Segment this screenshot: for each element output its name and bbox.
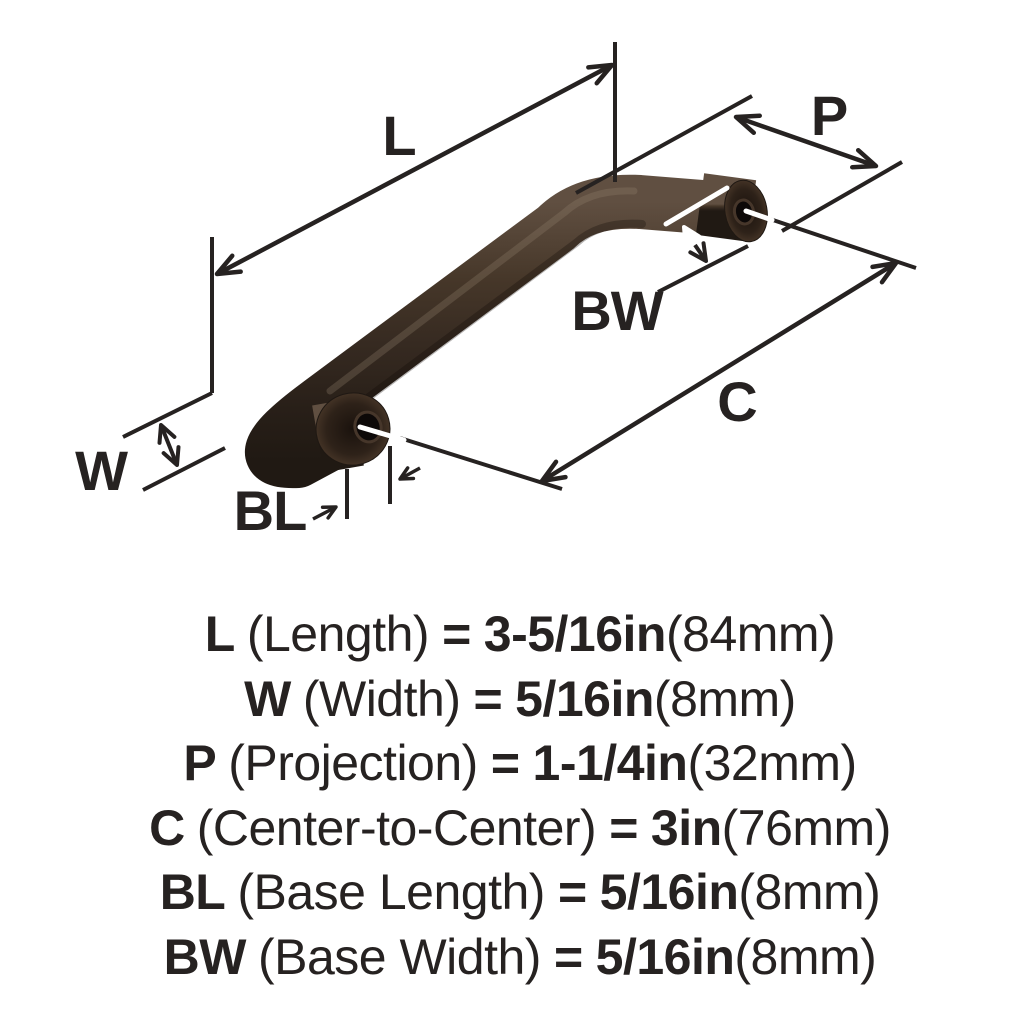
spec-equals: =: [557, 864, 587, 920]
projection-dimension-arrow: [733, 113, 879, 170]
spec-name: (Base Length): [237, 864, 545, 920]
spec-metric: (8mm): [738, 864, 881, 920]
center-dimension-arrow: [539, 260, 899, 484]
label-width: W: [75, 439, 128, 502]
spec-equals: =: [490, 735, 520, 791]
width-extension-bottom: [142, 446, 226, 492]
left-base-face: [315, 392, 391, 466]
spec-value: 5/16in: [599, 864, 739, 920]
spec-line-projection: P(Projection)=1-1/4in(32mm): [8, 731, 1024, 796]
basewidth-arrow-lower-black: [688, 241, 708, 263]
spec-line-length: L(Length)=3-5/16in(84mm): [8, 602, 1024, 667]
spec-value: 5/16in: [515, 670, 654, 727]
center-extension-left: [399, 436, 563, 491]
spec-line-center-to-center: C(Center-to-Center)=3in(76mm): [8, 796, 1024, 861]
baselength-pointer-left: [312, 505, 338, 521]
spec-equals: =: [553, 928, 583, 985]
spec-name: (Length): [246, 606, 430, 662]
cabinet-pull-handle: [245, 173, 768, 489]
basewidth-extension-bottom: [657, 244, 749, 294]
dimension-labels: L P BW C W BL: [75, 84, 848, 542]
spec-value: 5/16in: [595, 928, 735, 985]
white-callout-lines: [357, 185, 775, 443]
spec-line-base-width: BW(Base Width)=5/16in(8mm): [8, 925, 1024, 990]
spec-line-width: W(Width)=5/16in(8mm): [8, 667, 1024, 732]
label-base-width: BW: [571, 279, 663, 342]
dimension-arrows: [157, 62, 899, 521]
length-dimension-arrow: [214, 62, 615, 277]
baselength-pointer-right: [398, 466, 421, 481]
basewidth-face-line: [663, 185, 730, 227]
spec-abbr: BW: [163, 928, 247, 985]
spec-abbr: BL: [159, 864, 226, 920]
spec-name: (Width): [302, 670, 461, 727]
dimension-diagram: L P BW C W BL: [75, 42, 917, 542]
spec-equals: =: [609, 799, 638, 856]
spec-name: (Center-to-Center): [196, 799, 597, 856]
center-extension-right: [769, 217, 917, 270]
dimension-specs: L(Length)=3-5/16in(84mm) W(Width)=5/16in…: [8, 602, 1024, 989]
label-projection: P: [811, 84, 847, 147]
spec-metric: (84mm): [665, 606, 836, 662]
spec-metric: (32mm): [687, 735, 857, 791]
spec-name: (Projection): [228, 735, 478, 791]
spec-equals: =: [442, 606, 471, 662]
width-extension-top: [122, 391, 213, 439]
label-base-length: BL: [234, 479, 307, 542]
spec-abbr: P: [183, 735, 217, 791]
right-hole-center-line: [743, 208, 775, 223]
width-dimension-arrow: [157, 423, 181, 467]
spec-name: (Base Width): [257, 928, 541, 985]
spec-abbr: L: [204, 606, 236, 662]
spec-value: 3-5/16in: [483, 606, 667, 662]
spec-value: 3in: [650, 799, 722, 856]
spec-line-base-length: BL(Base Length)=5/16in(8mm): [8, 860, 1024, 925]
spec-abbr: C: [149, 799, 185, 856]
spec-metric: (8mm): [734, 928, 877, 985]
label-center-to-center: C: [717, 370, 756, 433]
label-length: L: [382, 104, 415, 167]
spec-metric: (76mm): [721, 799, 892, 856]
projection-extension-right: [781, 160, 903, 233]
spec-abbr: W: [244, 670, 291, 727]
spec-value: 1-1/4in: [532, 735, 688, 791]
spec-equals: =: [473, 670, 503, 727]
spec-metric: (8mm): [653, 670, 796, 727]
left-hole-center-line: [357, 424, 407, 443]
